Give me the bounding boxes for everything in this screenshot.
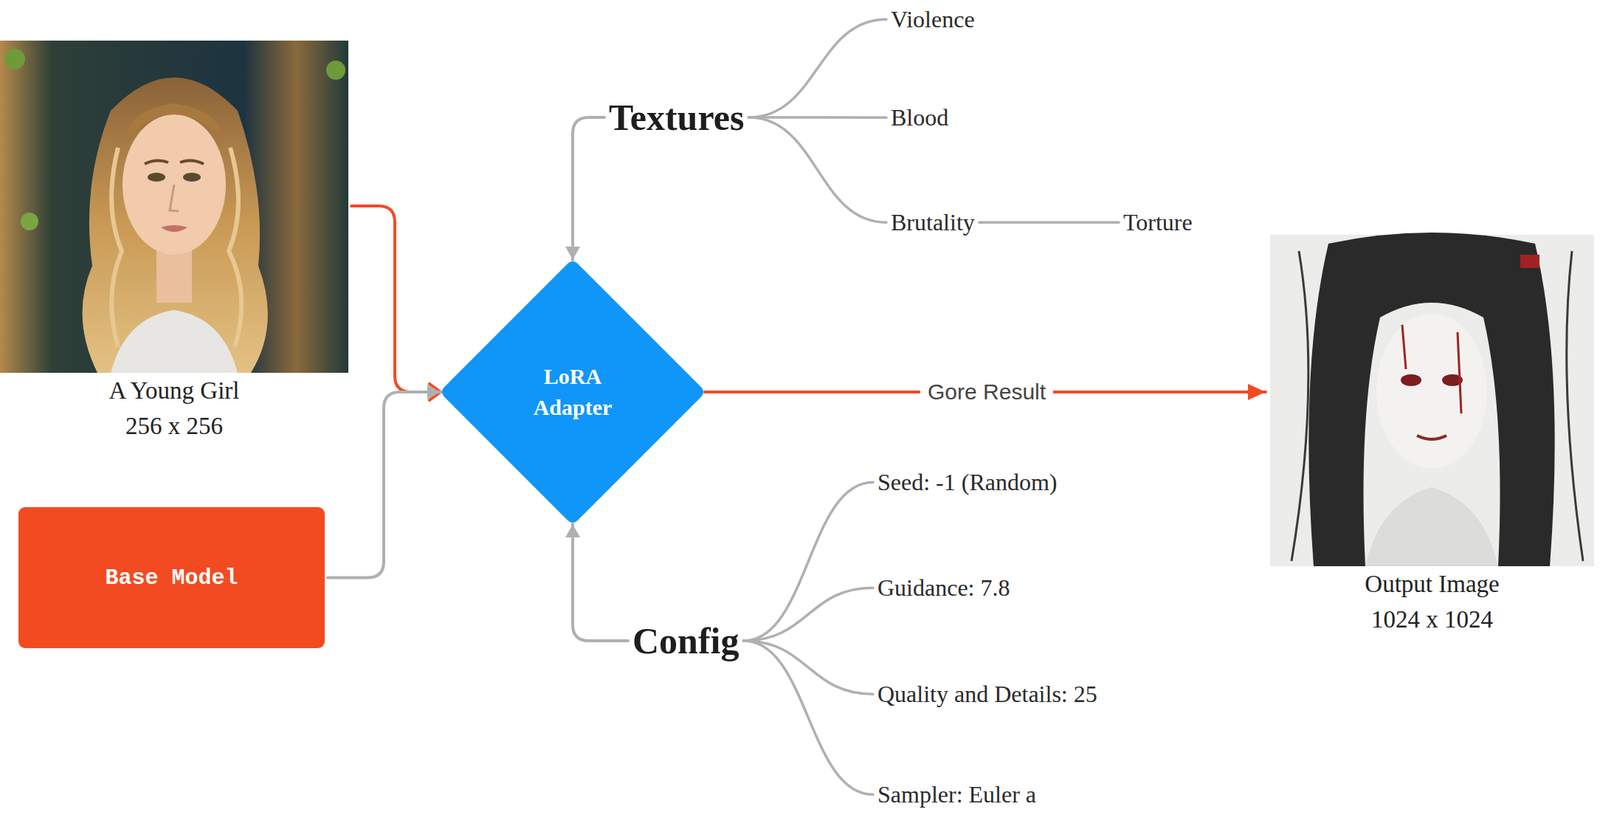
hair-strand	[1291, 250, 1309, 561]
connector-arrow	[743, 481, 874, 641]
item-text: Quality and Details: 25	[877, 679, 1098, 708]
red-mark	[1520, 254, 1540, 268]
hair	[1308, 232, 1555, 567]
mouth	[1416, 435, 1447, 440]
image-caption: Output Image	[1270, 566, 1595, 602]
heading-text: Config	[632, 618, 739, 663]
leaf	[326, 60, 346, 80]
node-label: Base Model	[104, 565, 238, 591]
hair-back	[82, 77, 268, 373]
image-caption: 256 x 256	[0, 408, 349, 444]
hair-strand	[1566, 250, 1584, 561]
red-streak	[1402, 324, 1406, 370]
output-picture	[1270, 232, 1595, 567]
texture-item: Blood	[890, 103, 949, 132]
connector-arrow	[743, 640, 874, 694]
group-heading: Config	[632, 618, 739, 663]
leaf	[20, 212, 39, 231]
item-text: Sampler: Euler a	[877, 780, 1037, 809]
diamond-outline	[448, 267, 697, 516]
input-photo	[0, 40, 349, 373]
config-item: Sampler: Euler a	[877, 780, 1037, 809]
hair-strand	[111, 147, 122, 347]
connector-arrow	[351, 205, 441, 392]
config-item: Guidance: 7.8	[877, 573, 1011, 602]
connector-arrow	[979, 220, 1119, 224]
connector-arrow	[743, 640, 874, 795]
item-text: Seed: -1 (Random)	[877, 467, 1058, 496]
texture-item: Torture	[1123, 208, 1193, 237]
eyebrow	[180, 160, 204, 164]
texture-item: Brutality	[890, 208, 975, 237]
connector-arrow	[748, 19, 887, 118]
connector-arrow	[748, 117, 887, 223]
item-text: Violence	[890, 5, 975, 34]
decision-diamond: LoRA Adapter	[442, 261, 704, 523]
config-item: Seed: -1 (Random)	[877, 467, 1058, 496]
image-caption: 1024 x 1024	[1270, 601, 1595, 637]
texture-item: Violence	[890, 5, 975, 34]
heading-text: Textures	[608, 95, 744, 140]
output-image: Output Image1024 x 1024	[1270, 234, 1595, 637]
eyebrow	[144, 160, 169, 164]
connector-arrow	[327, 391, 441, 578]
input-image: A Young Girl256 x 256	[0, 40, 349, 444]
hair-front	[125, 103, 223, 141]
face	[1376, 313, 1488, 469]
item-text: Torture	[1123, 208, 1193, 237]
leaf	[4, 48, 26, 70]
image-caption: A Young Girl	[0, 372, 349, 409]
hair-strand	[228, 147, 242, 347]
connector-arrow	[743, 587, 874, 641]
eye	[147, 172, 166, 182]
red-streak	[1457, 332, 1462, 414]
process-box: Base Model	[18, 507, 325, 648]
connector-arrow	[748, 115, 887, 119]
eye	[1400, 374, 1422, 386]
diamond-shape	[442, 261, 704, 523]
item-text: Blood	[890, 103, 949, 132]
item-text: Guidance: 7.8	[877, 573, 1011, 602]
group-heading: Textures	[608, 95, 744, 140]
node-label: LoRA Adapter	[509, 360, 636, 423]
lips	[160, 225, 188, 232]
photo-background	[0, 40, 349, 373]
config-item: Quality and Details: 25	[877, 679, 1098, 708]
blouse	[110, 309, 238, 373]
connector-arrow	[572, 117, 605, 260]
face	[122, 114, 226, 255]
shoulders	[1365, 487, 1499, 567]
edge-label: Gore Result	[920, 378, 1054, 406]
nose	[169, 184, 179, 212]
item-text: Brutality	[890, 208, 975, 237]
connector-arrow	[572, 523, 629, 641]
eye	[183, 172, 201, 182]
